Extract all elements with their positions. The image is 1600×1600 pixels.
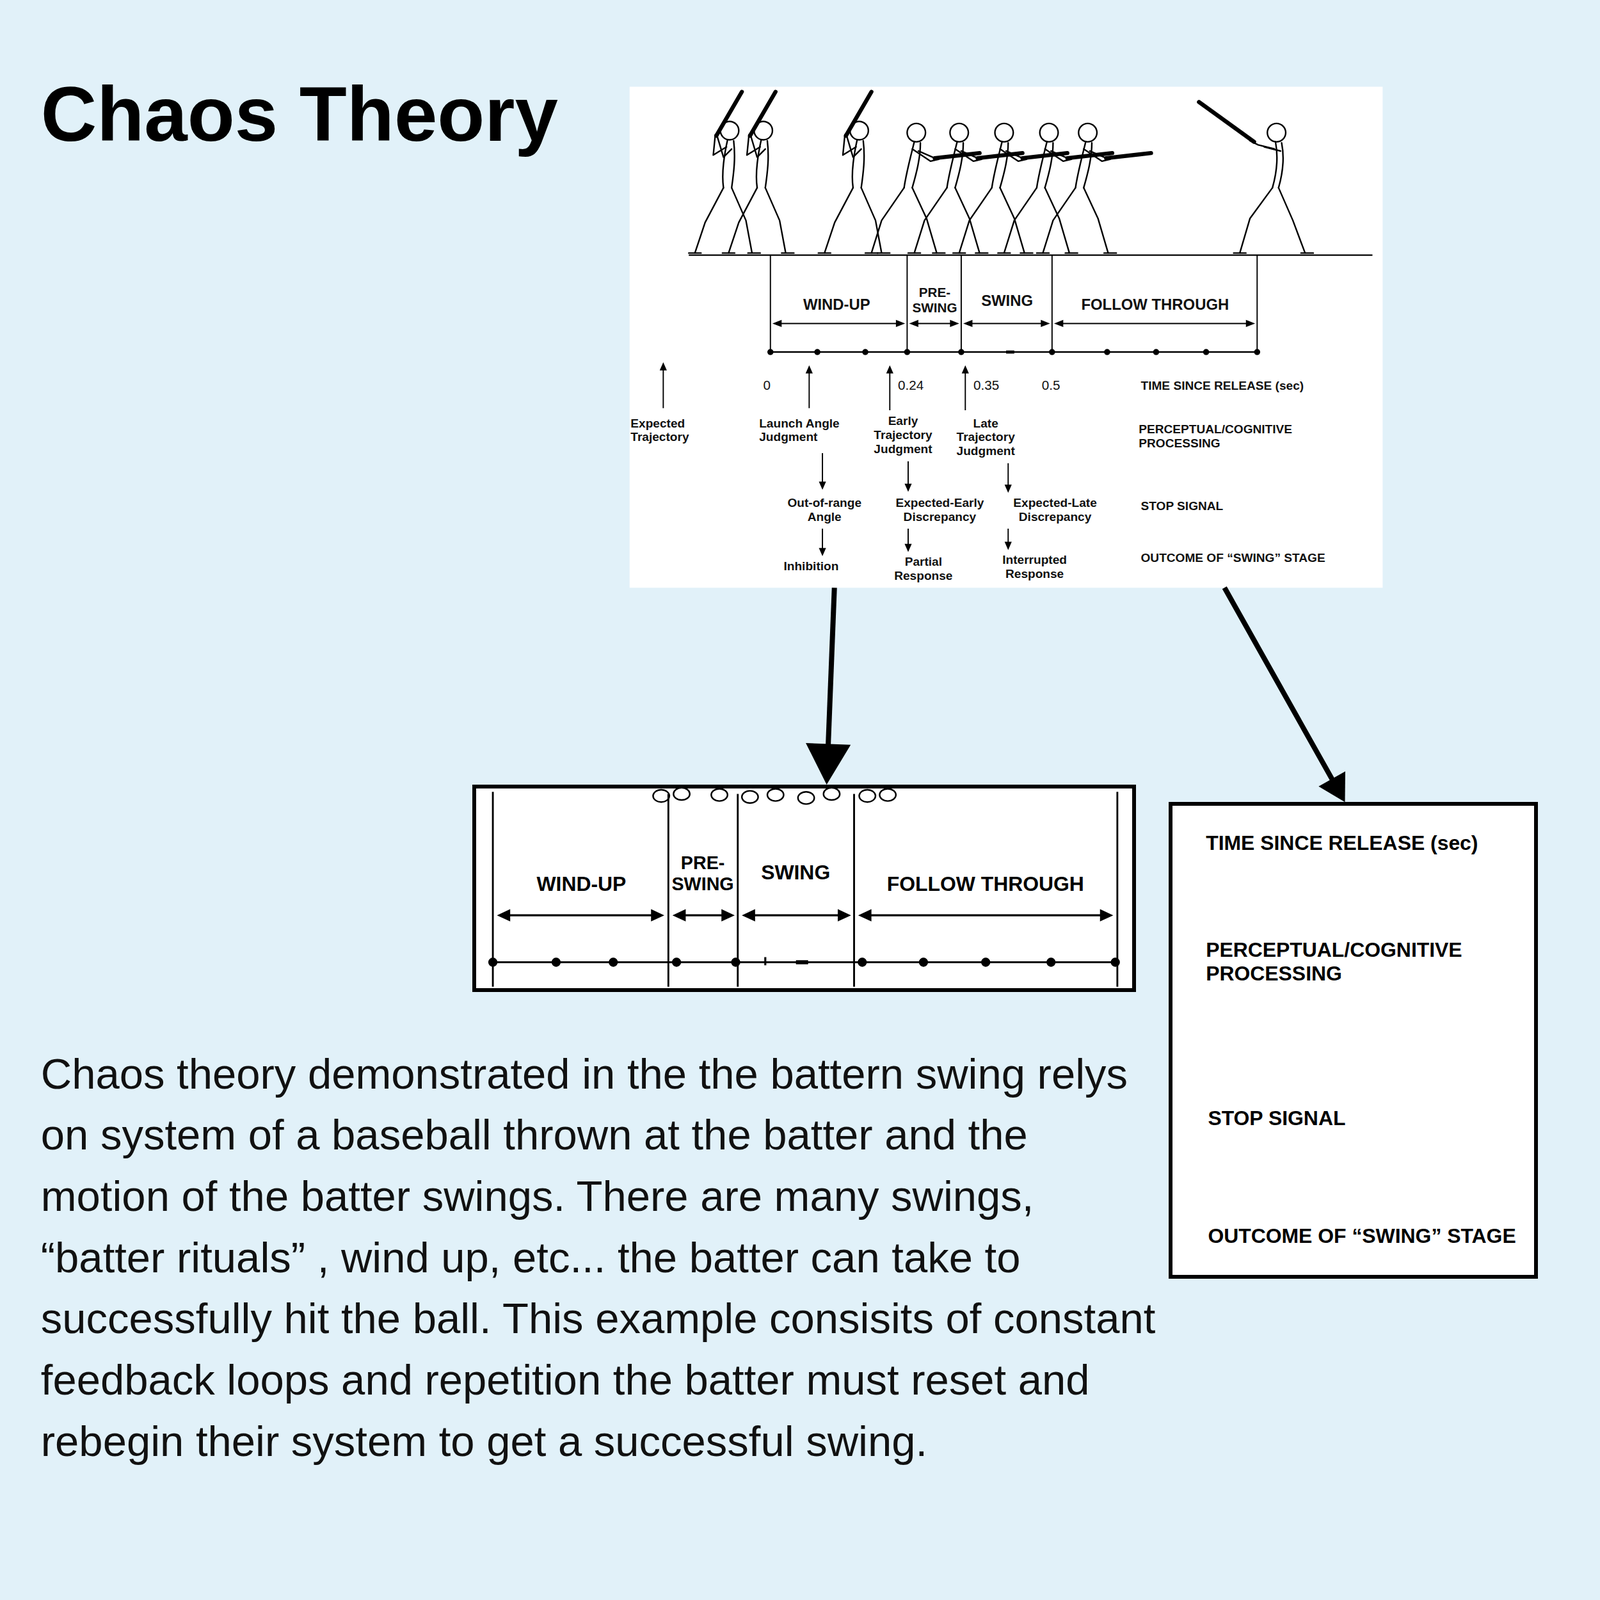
node-label: OUTCOME OF “SWING” STAGE [1140, 551, 1325, 566]
node-label: PRE- SWING [670, 852, 736, 895]
batter-figure [722, 91, 795, 253]
figure-ground [629, 87, 1384, 589]
phase-arrow [775, 322, 1253, 324]
connector-line [828, 587, 835, 748]
batter-figure [688, 91, 761, 253]
node-label: Inhibition [783, 559, 839, 574]
node-label: TIME SINCE RELEASE (sec) [1140, 378, 1304, 393]
node-label: Expected-Early Discrepancy [881, 496, 998, 525]
zoom-ground [472, 784, 1136, 992]
arrowhead [772, 320, 1256, 328]
arrowhead [496, 909, 1113, 922]
diagram-title: Chaos Theory [40, 71, 559, 157]
ground-line [688, 254, 1373, 256]
node-label: 0 [763, 377, 772, 393]
time-axis [770, 351, 1258, 353]
node-label: TIME SINCE RELEASE (sec) [1205, 831, 1478, 856]
connector-line [1224, 587, 1334, 781]
node-label: PERCEPTUAL/COGNITIVE PROCESSING [1138, 422, 1343, 451]
node-label: 0.5 [1041, 377, 1061, 393]
batter-figure [1036, 123, 1152, 253]
node-label: PERCEPTUAL/COGNITIVE PROCESSING [1205, 938, 1512, 985]
time-axis [492, 957, 1118, 966]
caption-text: Chaos theory demonstrated in the the bat… [40, 1043, 1164, 1472]
node-label: Partial Response [879, 554, 968, 584]
node-label: SWING [963, 291, 1051, 310]
arrowhead [1318, 771, 1346, 802]
time-dash [796, 960, 809, 964]
node-label: WIND-UP [496, 872, 667, 896]
figure-panel: WIND-UP PRE- SWINGSWINGFOLLOW THROUGH 0 0.2… [629, 87, 1384, 589]
zoom-box: WIND-UPPRE- SWINGSWINGFOLLOW THROUGH [472, 784, 1136, 992]
time-dash [1006, 350, 1015, 354]
batter-figure [1198, 101, 1314, 253]
phase-divider [492, 791, 1118, 987]
node-label: STOP SIGNAL [1207, 1106, 1346, 1131]
node-label: WIND-UP [775, 295, 898, 313]
zoom-box: TIME SINCE RELEASE (sec) PERCEPTUAL/COGNI… [1168, 801, 1538, 1279]
node-label: Expected Trajectory [630, 416, 708, 445]
zoom-ground [1168, 801, 1538, 1279]
connector-arrow [805, 587, 851, 785]
node-label: Launch Angle Judgment [759, 416, 866, 445]
node-label: Early Trajectory Judgment [865, 414, 941, 457]
node-label: FOLLOW THROUGH [855, 872, 1115, 896]
arrowhead [805, 743, 851, 785]
node-label: Interrupted Response [985, 552, 1084, 582]
node-label: Late Trajectory Judgment [947, 416, 1025, 459]
node-label: SWING [739, 860, 852, 885]
phase-arrow [501, 914, 1108, 917]
phase-divider [770, 255, 1258, 352]
node-label: PRE- SWING [908, 284, 962, 316]
batter-figure [865, 123, 980, 253]
node-label: FOLLOW THROUGH [1055, 295, 1256, 313]
time-dot [767, 348, 1261, 356]
batter-figure [997, 123, 1113, 253]
node-label: 0.24 [897, 377, 924, 393]
node-label: STOP SIGNAL [1140, 499, 1224, 514]
time-dot [488, 957, 1120, 967]
node-label: OUTCOME OF “SWING” STAGE [1207, 1224, 1516, 1248]
node-label: Expected-Late Discrepancy [999, 496, 1110, 525]
arrowhead [659, 362, 1012, 557]
node-label: 0.35 [973, 377, 1000, 393]
connector-arrow [1224, 587, 1346, 802]
node-label: Out-of-range Angle [775, 496, 874, 525]
figure-feet [652, 787, 896, 805]
pointer-arrow [663, 369, 1008, 550]
